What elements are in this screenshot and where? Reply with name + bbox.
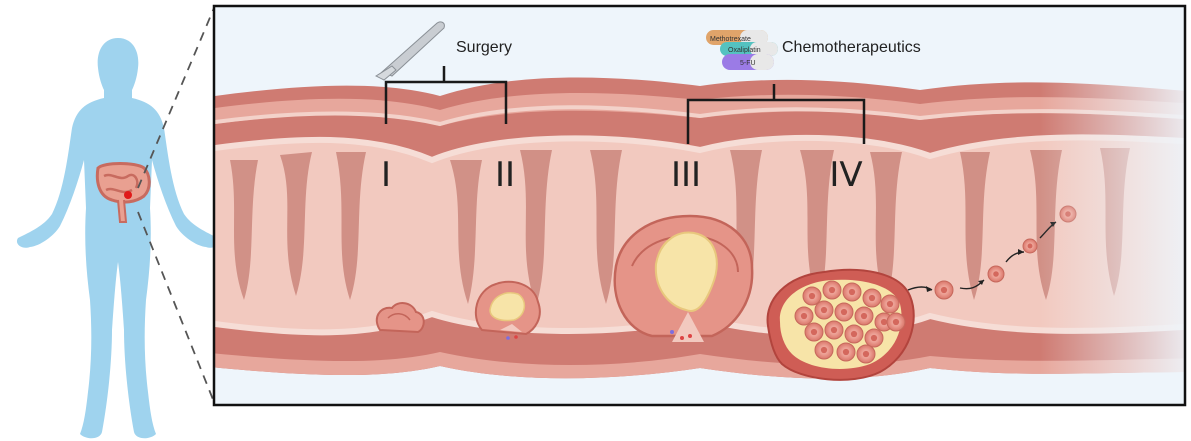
tumor-stage-2 [476, 282, 540, 340]
stage-label-i: I [381, 155, 391, 195]
tumor-cell-icon [845, 325, 863, 343]
human-body-figure [17, 38, 219, 438]
tumor-cell-icon [843, 283, 861, 301]
drug-label-3: 5-FU [740, 60, 756, 67]
tumor-stage-3 [615, 216, 752, 342]
tumor-cell-icon [857, 345, 875, 363]
tumor-cell-icon [815, 301, 833, 319]
tumor-cell-icon [887, 313, 905, 331]
tumor-cell-icon [825, 321, 843, 339]
tumor-cell-icon [1023, 239, 1037, 253]
tumor-cell-icon [803, 287, 821, 305]
chemo-label: Chemotherapeutics [782, 39, 921, 56]
stage-label-iv: IV [829, 155, 862, 195]
tumor-stage-4 [768, 270, 914, 380]
tumor-cell-icon [823, 281, 841, 299]
tumor-cell-icon [837, 343, 855, 361]
tumor-location-dot [124, 191, 132, 199]
drug-label-2: Oxaliplatin [728, 47, 761, 54]
tumor-cell-icon [855, 307, 873, 325]
drug-label-1: Methotrexate [710, 36, 751, 43]
human-body-silhouette [17, 38, 219, 438]
tumor-cell-icon [805, 323, 823, 341]
stage-label-ii: II [495, 155, 515, 195]
tumor-cell-icon [863, 289, 881, 307]
tumor-cell-icon [881, 295, 899, 313]
surgery-label: Surgery [456, 39, 512, 56]
tumor-cell-icon [815, 341, 833, 359]
tumor-cell-icon [865, 329, 883, 347]
tumor-cell-icon [835, 303, 853, 321]
colon-cross-section [200, 6, 1191, 405]
tumor-cell-icon [795, 307, 813, 325]
stage-label-iii: III [671, 155, 701, 195]
tumor-cell-icon [988, 266, 1004, 282]
tumor-cell-icon [935, 281, 953, 299]
